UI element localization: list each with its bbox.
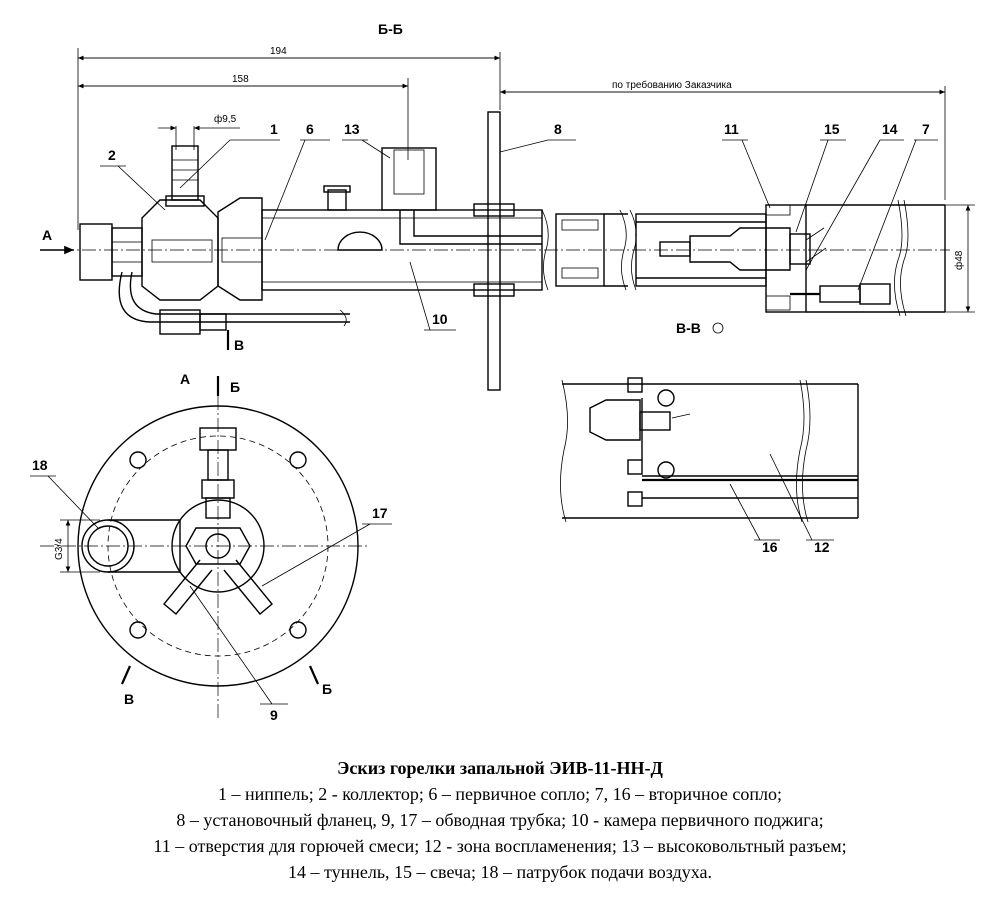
callout-7: 7 bbox=[922, 121, 930, 137]
air-inlet-pipe bbox=[108, 519, 181, 573]
dimension-158: 158 bbox=[78, 74, 409, 160]
callout-12: 12 bbox=[814, 539, 830, 555]
dim-194-text: 194 bbox=[270, 46, 287, 57]
callout-11: 11 bbox=[724, 121, 739, 137]
dimension-194: 194 bbox=[77, 46, 501, 230]
caption-line-3: 11 – отверстия для горючей смеси; 12 - з… bbox=[153, 836, 847, 856]
chamber-hole bbox=[337, 231, 383, 251]
inlet-fitting bbox=[79, 223, 113, 281]
section-title-vv: В-В bbox=[676, 320, 701, 336]
callout-13: 13 bbox=[344, 121, 360, 137]
nipple bbox=[171, 145, 199, 201]
callout-9: 9 bbox=[270, 707, 278, 723]
dimension-phi95: ф9,5 bbox=[158, 113, 240, 150]
callout-6: 6 bbox=[306, 121, 314, 137]
burner-assembly: А В bbox=[40, 111, 950, 391]
dimension-phi48: ф48 bbox=[945, 204, 975, 313]
view-label-v-bottom: В bbox=[124, 691, 134, 707]
view-label-v-top: В bbox=[234, 337, 244, 353]
dim-phi95-text: ф9,5 bbox=[214, 113, 237, 125]
callout-17: 17 bbox=[372, 505, 388, 521]
mounting-flange bbox=[487, 111, 501, 391]
callout-10: 10 bbox=[432, 311, 448, 327]
view-label-b-top: Б bbox=[230, 379, 240, 395]
primary-nozzle-housing bbox=[217, 197, 263, 301]
callout-15: 15 bbox=[824, 121, 840, 137]
section-vv-view: 16 12 bbox=[560, 377, 859, 555]
caption-line-2: 8 – установочный фланец, 9, 17 – обводна… bbox=[176, 810, 824, 830]
caption-line-1: 1 – ниппель; 2 - коллектор; 6 – первично… bbox=[218, 784, 782, 804]
view-label-a-top: А bbox=[180, 371, 190, 387]
callout-8: 8 bbox=[554, 121, 562, 137]
caption-title: Эскиз горелки запальной ЭИВ-11-НН-Д bbox=[337, 758, 663, 778]
callout-18: 18 bbox=[32, 457, 48, 473]
bypass-tube bbox=[118, 271, 350, 323]
view-label-a-side: А bbox=[42, 227, 52, 243]
flange-front-view: А Б G3/4 В Б bbox=[30, 371, 392, 723]
view-label-b-bottom: Б bbox=[322, 681, 332, 697]
secondary-nozzle bbox=[819, 285, 861, 303]
callouts-main: 1 2 6 13 8 11 15 14 7 10 bbox=[100, 121, 938, 331]
dim-by-request-text: по требованию Заказчика bbox=[612, 79, 732, 91]
callout-2: 2 bbox=[108, 147, 116, 163]
caption-line-4: 14 – туннель, 15 – свеча; 18 – патрубок … bbox=[287, 862, 712, 882]
dimension-by-request: по требованию Заказчика bbox=[500, 79, 946, 200]
callout-14: 14 bbox=[882, 121, 898, 137]
hv-connector bbox=[381, 147, 437, 211]
dim-phi48-text: ф48 bbox=[953, 250, 965, 270]
dim-g34-text: G3/4 bbox=[54, 538, 65, 560]
callout-16: 16 bbox=[762, 539, 778, 555]
flange-outline bbox=[77, 405, 359, 687]
spark-plug bbox=[689, 227, 791, 271]
dim-158-text: 158 bbox=[232, 74, 249, 85]
section-title-bb: Б-Б bbox=[378, 21, 403, 37]
callout-1: 1 bbox=[270, 121, 278, 137]
